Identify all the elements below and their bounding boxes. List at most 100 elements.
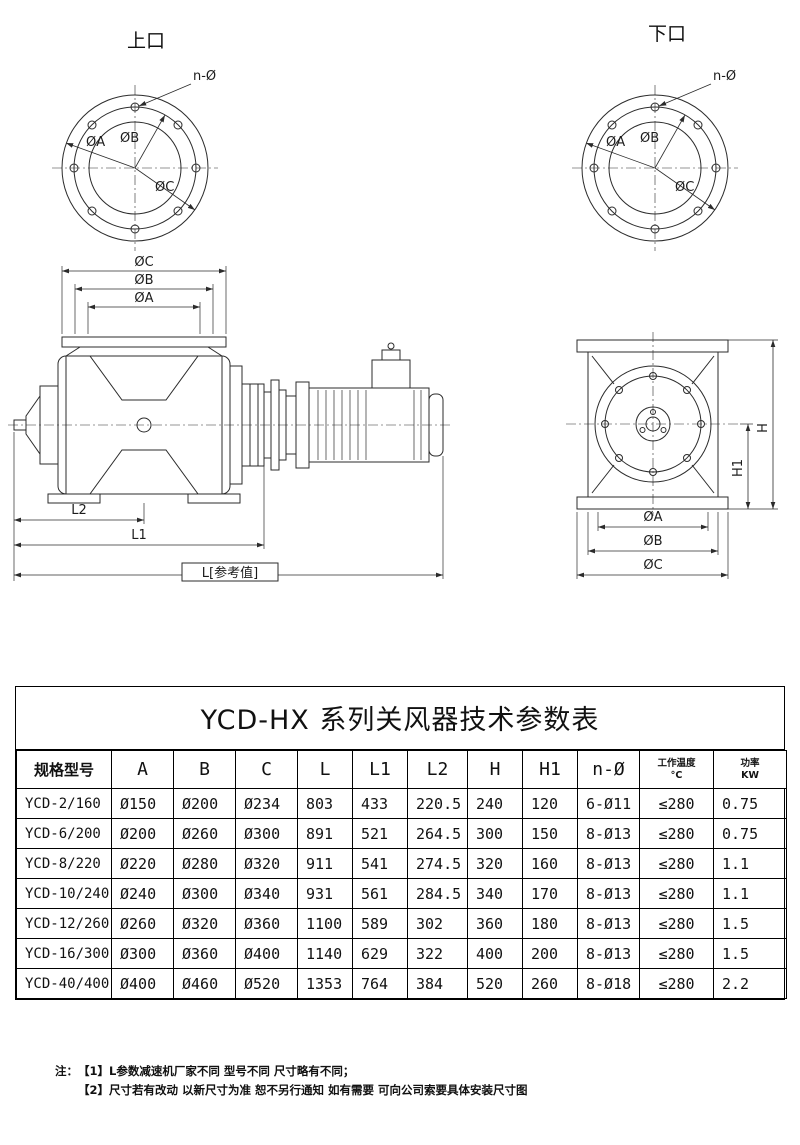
dim-label-n-phi: n-Ø: [193, 69, 216, 84]
col-header-model: 规格型号: [16, 750, 112, 789]
dim-label-phi-a: ØA: [134, 291, 153, 306]
spec-value-cell: 240: [467, 788, 523, 819]
col-header-h1: H1: [522, 750, 578, 789]
col-header-n-phi: n-Ø: [577, 750, 640, 789]
spec-table-section: YCD-HX 系列关风器技术参数表 规格型号 A B C L L1 L2 H H…: [15, 686, 787, 1000]
spec-value-cell: 1353: [297, 968, 353, 999]
spec-value-cell: Ø300: [111, 938, 174, 969]
spec-value-cell: Ø460: [173, 968, 236, 999]
top-port-drawing: 上口 ØA ØB ØC n-Ø: [52, 30, 218, 251]
spec-value-cell: 322: [407, 938, 468, 969]
spec-value-cell: 6-Ø11: [577, 788, 640, 819]
col-header-c: C: [235, 750, 298, 789]
spec-value-cell: 150: [522, 818, 578, 849]
spec-value-cell: ≤280: [639, 938, 714, 969]
note-item: 【2】尺寸若有改动 以新尺寸为准 恕不另行通知 如有需要 可向公司索要具体安装尺…: [78, 1082, 528, 1097]
spec-model-cell: YCD-6/200: [16, 818, 112, 849]
spec-model-cell: YCD-40/400: [16, 968, 112, 999]
spec-value-cell: 2.2: [713, 968, 787, 999]
spec-value-cell: Ø200: [111, 818, 174, 849]
spec-value-cell: 520: [467, 968, 523, 999]
spec-value-cell: 1140: [297, 938, 353, 969]
spec-value-cell: Ø400: [111, 968, 174, 999]
spec-value-cell: 1.1: [713, 878, 787, 909]
dim-label-l-ref: L[参考值]: [202, 565, 258, 581]
dim-label-phi-b: ØB: [120, 131, 139, 146]
spec-value-cell: 561: [352, 878, 408, 909]
col-header-l: L: [297, 750, 353, 789]
spec-value-cell: 0.75: [713, 788, 787, 819]
spec-value-cell: 1.5: [713, 938, 787, 969]
spec-value-cell: Ø240: [111, 878, 174, 909]
spec-value-cell: 1.5: [713, 908, 787, 939]
dim-label-phi-b: ØB: [643, 534, 662, 549]
spec-value-cell: 521: [352, 818, 408, 849]
dim-label-h1: H1: [731, 459, 746, 477]
spec-value-cell: 8-Ø18: [577, 968, 640, 999]
spec-model-cell: YCD-12/260: [16, 908, 112, 939]
dim-label-phi-c: ØC: [155, 180, 174, 195]
spec-value-cell: 170: [522, 878, 578, 909]
spec-value-cell: 8-Ø13: [577, 848, 640, 879]
spec-model-cell: YCD-2/160: [16, 788, 112, 819]
dim-label-n-phi: n-Ø: [713, 69, 736, 84]
spec-value-cell: ≤280: [639, 968, 714, 999]
spec-value-cell: 400: [467, 938, 523, 969]
spec-value-cell: ≤280: [639, 818, 714, 849]
spec-value-cell: 200: [522, 938, 578, 969]
table-title: YCD-HX 系列关风器技术参数表: [16, 687, 784, 750]
notes-list: 【1】L参数减速机厂家不同 型号不同 尺寸略有不同；【2】尺寸若有改动 以新尺寸…: [78, 1062, 775, 1100]
spec-value-cell: 8-Ø13: [577, 878, 640, 909]
spec-value-cell: 274.5: [407, 848, 468, 879]
spec-value-cell: 160: [522, 848, 578, 879]
header-row: 规格型号 A B C L L1 L2 H H1 n-Ø 工作温度 °C 功率 K…: [16, 750, 787, 789]
spec-value-cell: Ø400: [235, 938, 298, 969]
dim-label-phi-c: ØC: [675, 180, 694, 195]
spec-value-cell: 180: [522, 908, 578, 939]
spec-value-cell: 284.5: [407, 878, 468, 909]
spec-value-cell: 0.75: [713, 818, 787, 849]
spec-value-cell: 589: [352, 908, 408, 939]
spec-value-cell: 433: [352, 788, 408, 819]
spec-value-cell: Ø200: [173, 788, 236, 819]
spec-model-cell: YCD-16/300: [16, 938, 112, 969]
spec-value-cell: Ø150: [111, 788, 174, 819]
spec-value-cell: 8-Ø13: [577, 818, 640, 849]
col-header-l2: L2: [407, 750, 468, 789]
spec-value-cell: 541: [352, 848, 408, 879]
spec-value-cell: 911: [297, 848, 353, 879]
spec-value-cell: 320: [467, 848, 523, 879]
spec-value-cell: 360: [467, 908, 523, 939]
spec-value-cell: 340: [467, 878, 523, 909]
dim-label-phi-a: ØA: [606, 135, 625, 150]
spec-table: 规格型号 A B C L L1 L2 H H1 n-Ø 工作温度 °C 功率 K…: [16, 750, 787, 999]
spec-value-cell: Ø280: [173, 848, 236, 879]
dim-label-phi-c: ØC: [134, 255, 153, 270]
spec-value-cell: Ø300: [235, 818, 298, 849]
dim-label-phi-b: ØB: [640, 131, 659, 146]
spec-value-cell: 1100: [297, 908, 353, 939]
top-port-title: 上口: [127, 30, 165, 52]
spec-value-cell: 803: [297, 788, 353, 819]
spec-value-cell: Ø520: [235, 968, 298, 999]
spec-value-cell: 629: [352, 938, 408, 969]
spec-value-cell: ≤280: [639, 848, 714, 879]
col-header-l1: L1: [352, 750, 408, 789]
spec-value-cell: Ø234: [235, 788, 298, 819]
col-header-b: B: [173, 750, 236, 789]
spec-value-cell: 764: [352, 968, 408, 999]
side-view-drawing: ØC ØB ØA: [8, 255, 452, 582]
spec-value-cell: 384: [407, 968, 468, 999]
spec-value-cell: 891: [297, 818, 353, 849]
spec-value-cell: Ø360: [173, 938, 236, 969]
spec-value-cell: Ø220: [111, 848, 174, 879]
spec-value-cell: 300: [467, 818, 523, 849]
dim-label-phi-a: ØA: [643, 510, 662, 525]
